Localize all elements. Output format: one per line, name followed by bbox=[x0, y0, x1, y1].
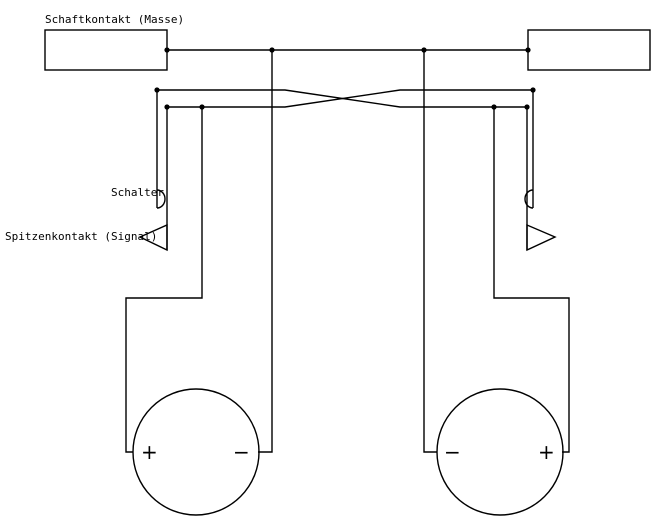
speaker-right bbox=[436, 388, 564, 516]
junction-dot bbox=[199, 104, 205, 110]
switch-label: Schalter bbox=[111, 186, 164, 199]
junction-dot bbox=[269, 47, 275, 53]
minus-sign-right: − bbox=[444, 440, 461, 464]
minus-sign-left: − bbox=[233, 440, 250, 464]
switch-contact-right bbox=[524, 189, 534, 209]
cross-wire-upper bbox=[156, 89, 527, 208]
sleeve-contact-right bbox=[527, 29, 651, 71]
junction-dot bbox=[164, 104, 170, 110]
sleeve-contact-label: Schaftkontakt (Masse) bbox=[45, 13, 184, 26]
junction-dot bbox=[491, 104, 497, 110]
switch-contact-left bbox=[156, 189, 166, 209]
ground-wire-left bbox=[258, 50, 273, 453]
junction-dot bbox=[525, 47, 531, 53]
sleeve-contact-left bbox=[44, 29, 168, 71]
junction-dot bbox=[154, 87, 160, 93]
plus-sign-left: + bbox=[141, 440, 158, 464]
left-speaker-plus-wire bbox=[125, 107, 203, 453]
tip-contact-right bbox=[526, 223, 557, 252]
speaker-left bbox=[132, 388, 260, 516]
junction-dot bbox=[421, 47, 427, 53]
right-speaker-plus-wire bbox=[493, 107, 570, 453]
tip-contact-left bbox=[138, 223, 168, 252]
plus-sign-right: + bbox=[538, 440, 555, 464]
tip-contact-label: Spitzenkontakt (Signal) bbox=[5, 230, 157, 243]
junction-dot bbox=[530, 87, 536, 93]
ground-wire-right bbox=[423, 50, 437, 453]
junction-dot bbox=[164, 47, 170, 53]
cross-wire-lower bbox=[166, 89, 534, 250]
junction-dot bbox=[524, 104, 530, 110]
